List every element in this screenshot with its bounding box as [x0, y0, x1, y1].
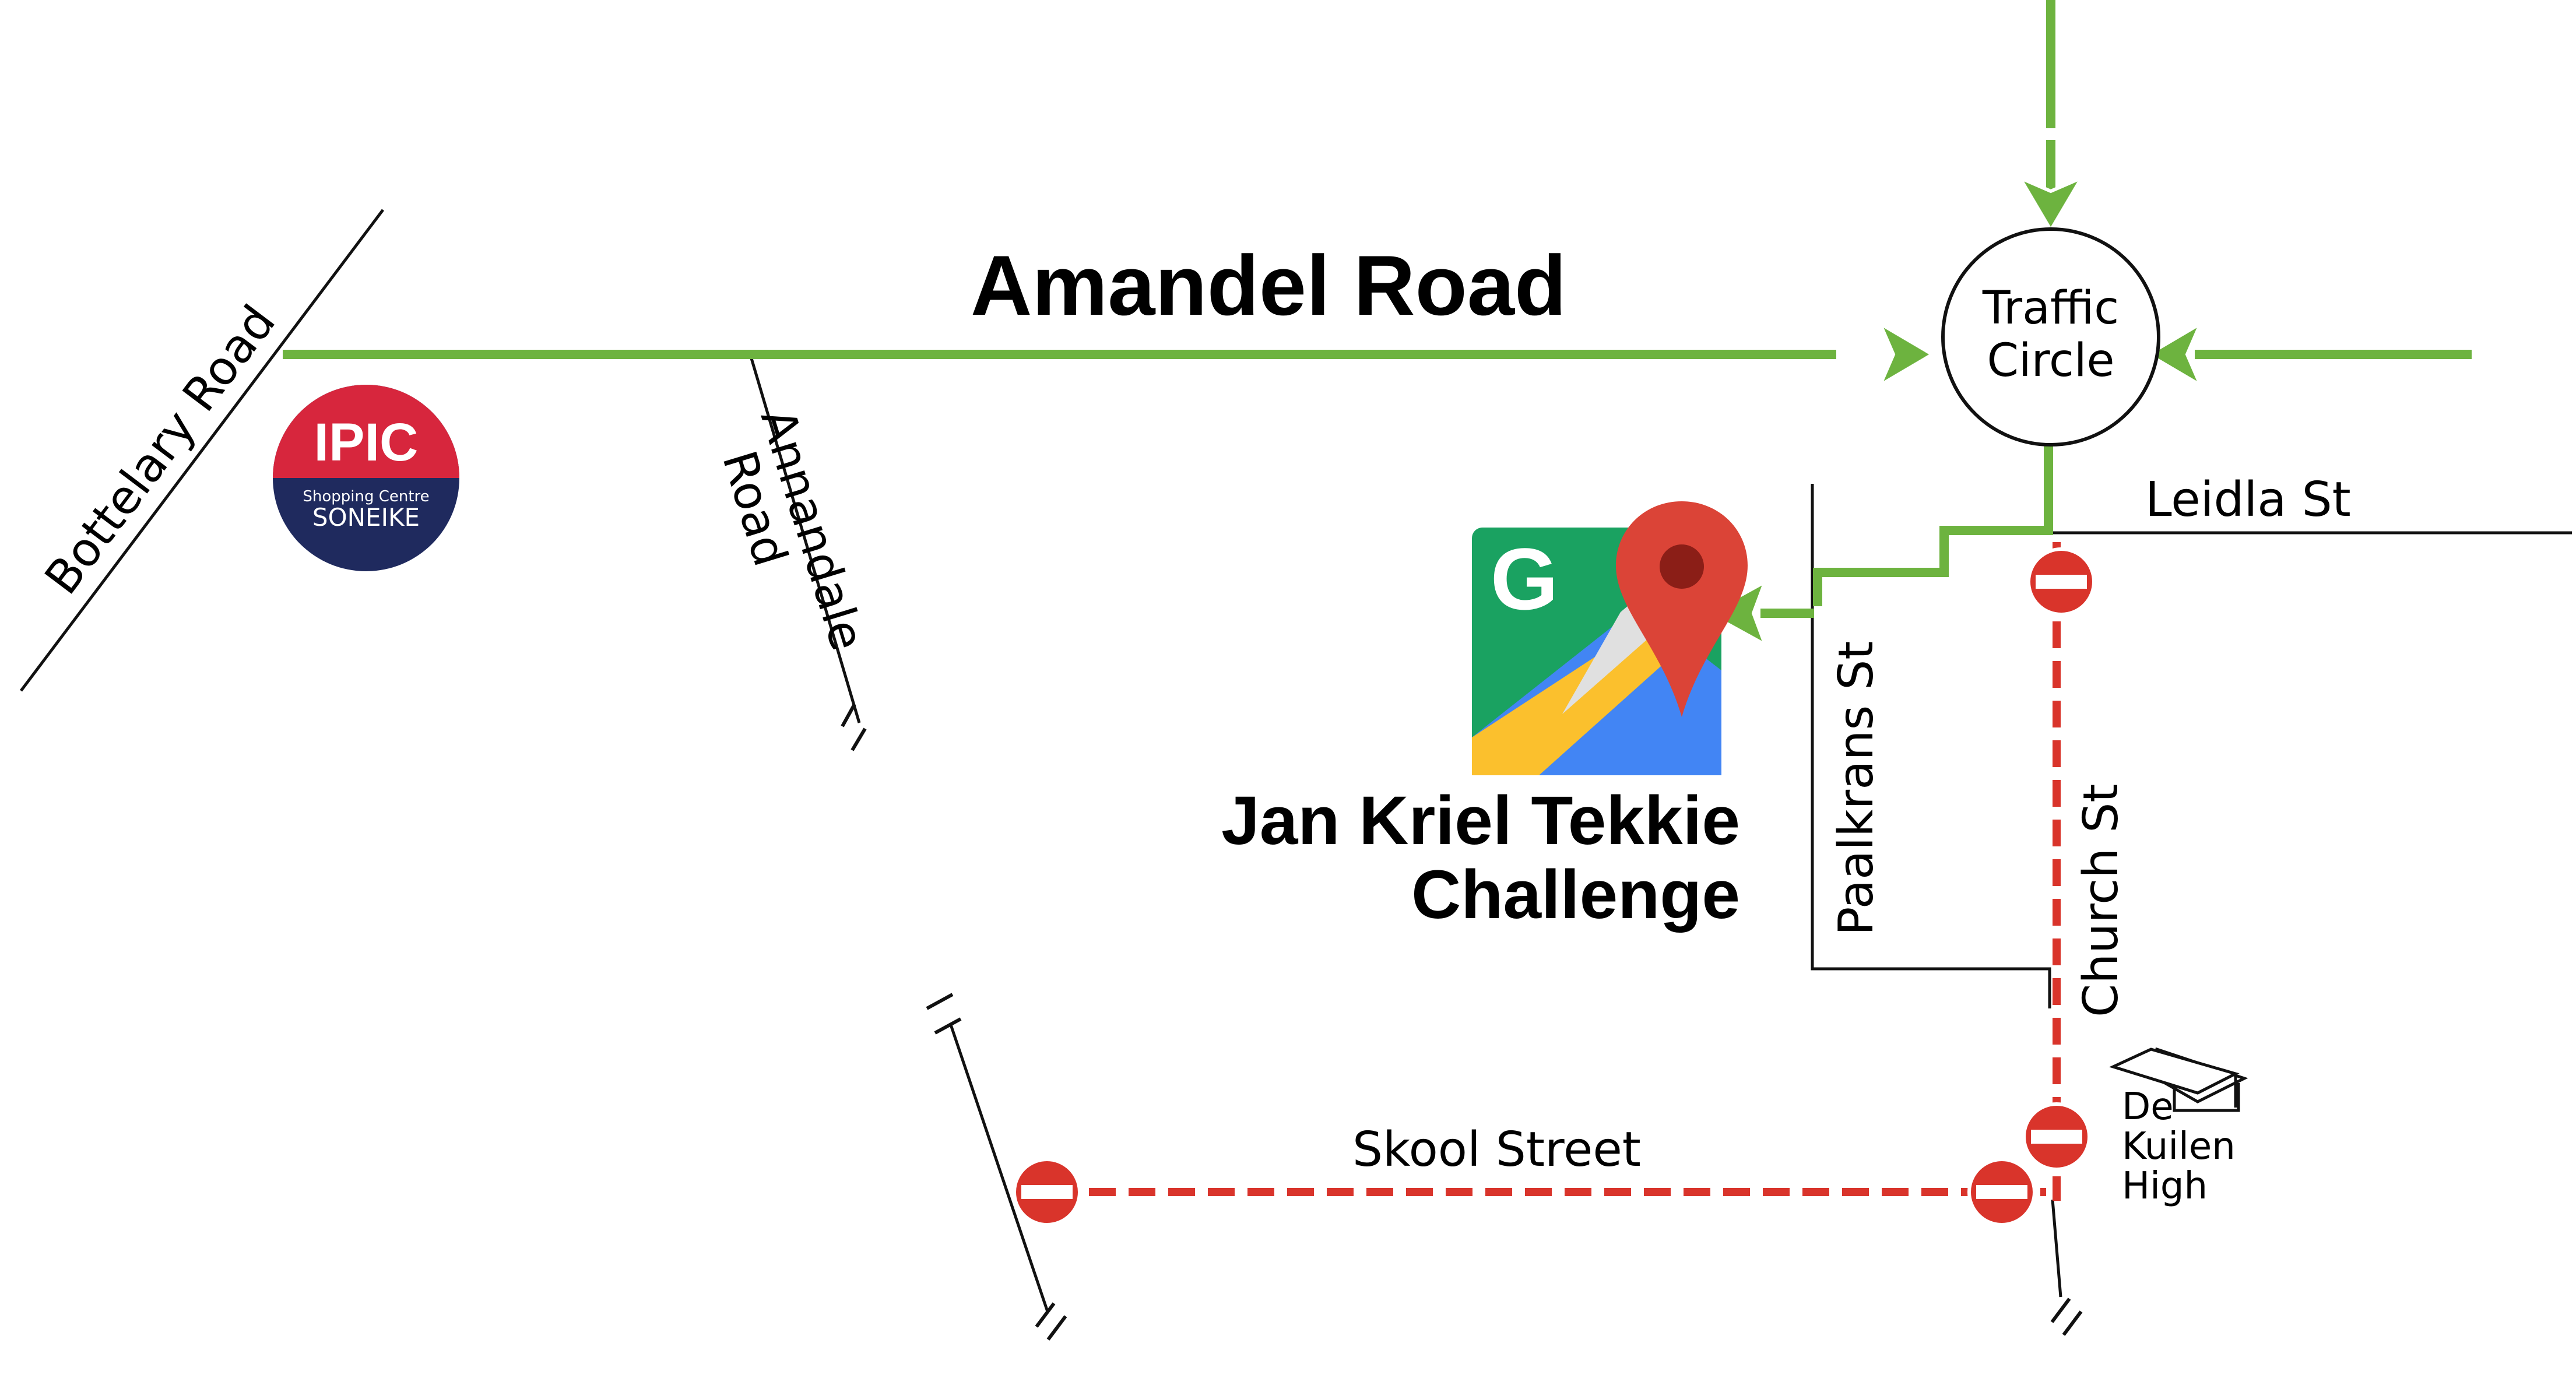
- no-entry-sign-icon: [1014, 1159, 1080, 1225]
- annandale-road-line: [748, 354, 861, 723]
- arrow-icon: [2145, 319, 2205, 390]
- church-st-lower-line: [2051, 1199, 2062, 1298]
- skool-west-diagonal-line: [948, 1022, 1049, 1312]
- school-label-line3: High: [2122, 1165, 2208, 1208]
- mall-tagline: Shopping Centre: [303, 488, 429, 505]
- leidla-route-line: [1813, 446, 2053, 606]
- arrow-icon: [2015, 174, 2086, 234]
- arrow-icon: [1876, 319, 1936, 390]
- church-st-label: Church St: [2074, 784, 2129, 1017]
- bottelary-road-line: [20, 209, 384, 692]
- destination-title-line2: Challenge: [1411, 856, 1740, 933]
- no-entry-sign-icon: [2029, 549, 2094, 614]
- school-label-line1: De: [2122, 1085, 2174, 1129]
- school-label-line2: Kuilen: [2122, 1125, 2236, 1168]
- arrow-icon: [1704, 578, 1769, 649]
- route-arrows: [1704, 174, 2205, 649]
- closed-roads: [1049, 542, 2061, 1201]
- mall-brand: IPIC: [314, 413, 419, 472]
- no-entry-sign-icon: [2024, 1104, 2089, 1169]
- svg-text:G: G: [1491, 530, 1559, 628]
- green-route: [283, 0, 2472, 618]
- leidla-st-label: Leidla St: [2145, 472, 2351, 528]
- paalkrans-st-label: Paalkrans St: [1829, 641, 1884, 936]
- graduation-cap-icon: [2109, 1047, 2248, 1112]
- destination-title-line1: Jan Kriel Tekkie: [1221, 782, 1740, 859]
- no-entry-sign-icon: [1969, 1159, 2034, 1225]
- mall-logo: IPIC Shopping Centre SONEIKE: [273, 385, 459, 571]
- traffic-circle-line2: Circle: [1987, 335, 2114, 387]
- mall-name: SONEIKE: [312, 503, 420, 532]
- traffic-circle: Traffic Circle: [1941, 227, 2160, 447]
- bottelary-road-label: Bottelary Road: [34, 296, 286, 604]
- paalkrans-st-line: [1811, 484, 2051, 1008]
- amandel-road-label: Amandel Road: [971, 238, 1566, 333]
- road-end-marks: [841, 703, 2083, 1341]
- road-lines: [20, 209, 2572, 1312]
- traffic-circle-line1: Traffic: [1982, 282, 2119, 335]
- google-maps-icon: G: [1472, 501, 1748, 775]
- skool-street-label: Skool Street: [1352, 1122, 1641, 1177]
